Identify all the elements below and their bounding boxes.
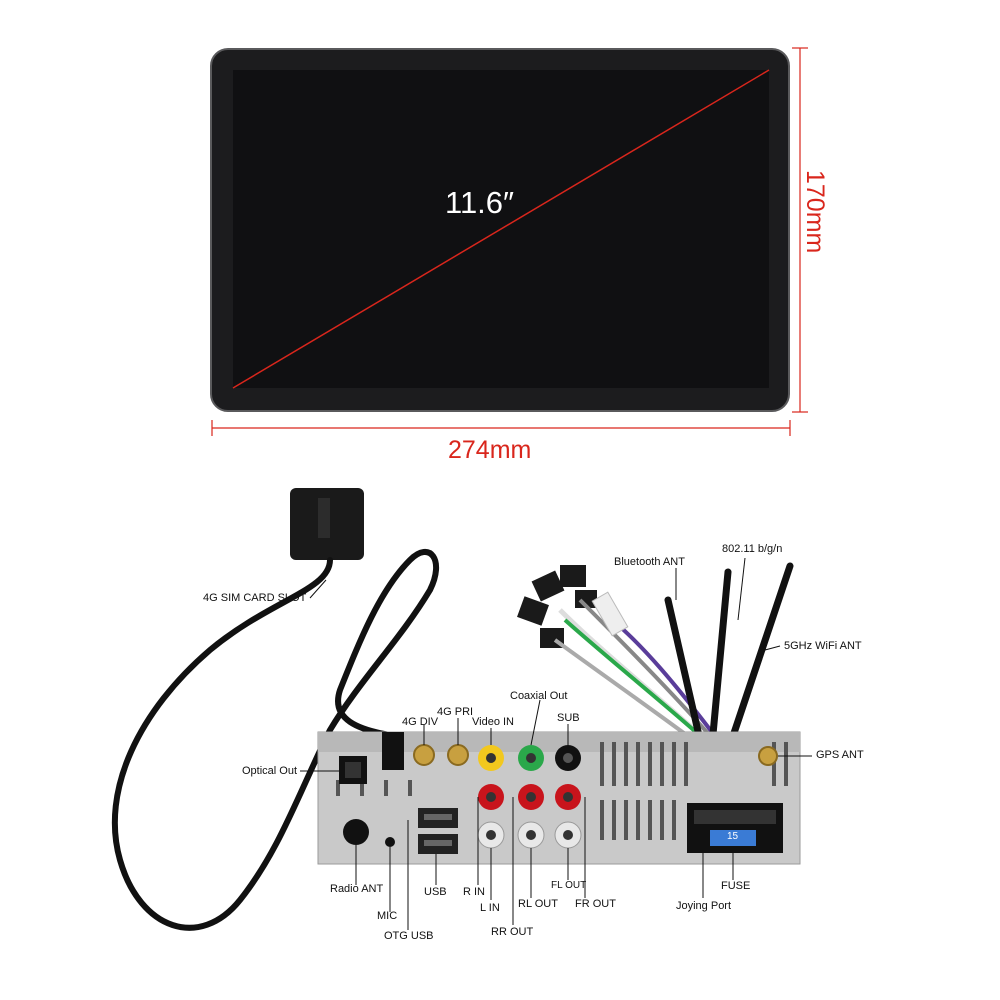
screen-diagonal-label: 11.6″ [445, 185, 515, 220]
4g-div-connector [413, 744, 435, 766]
label-video-in: Video IN [472, 716, 514, 728]
fuse-value: 15 [727, 831, 739, 842]
label-wifi-5g: 5GHz WiFi ANT [784, 640, 862, 652]
label-fl-out: FL OUT [551, 880, 587, 891]
label-gps: GPS ANT [816, 749, 864, 761]
label-bluetooth: Bluetooth ANT [614, 556, 685, 568]
radio-ant-port [343, 819, 369, 845]
label-otg: OTG USB [384, 930, 434, 942]
4g-pri-connector [447, 744, 469, 766]
diagonal-line [232, 69, 770, 389]
label-l-in: L IN [480, 902, 500, 914]
label-rl-out: RL OUT [518, 898, 558, 910]
label-fuse: FUSE [721, 880, 751, 892]
label-usb: USB [424, 886, 447, 898]
label-mic: MIC [377, 910, 398, 922]
label-radio: Radio ANT [330, 883, 384, 895]
gps-connector [758, 746, 778, 766]
label-rr-out: RR OUT [491, 926, 534, 938]
label-wifi-80211: 802.11 b/g/n [722, 543, 783, 555]
label-joying: Joying Port [676, 900, 732, 912]
sim-card-module [111, 488, 440, 931]
vent-slots [336, 742, 788, 840]
antenna-cables [664, 562, 794, 749]
label-4g-div: 4G DIV [402, 716, 439, 728]
label-sim-slot: 4G SIM CARD SLOT [203, 592, 307, 604]
label-4g-pri: 4G PRI [437, 706, 474, 718]
width-dimension-label: 274mm [448, 436, 532, 464]
fuse [710, 830, 756, 846]
label-r-in: R IN [463, 886, 485, 898]
height-dimension-label: 170mm [801, 170, 829, 254]
mic-jack [385, 837, 395, 847]
label-optical: Optical Out [242, 765, 298, 777]
label-coaxial: Coaxial Out [510, 690, 568, 702]
label-fr-out: FR OUT [575, 898, 616, 910]
wire-harness [517, 565, 720, 747]
label-sub: SUB [557, 712, 580, 724]
